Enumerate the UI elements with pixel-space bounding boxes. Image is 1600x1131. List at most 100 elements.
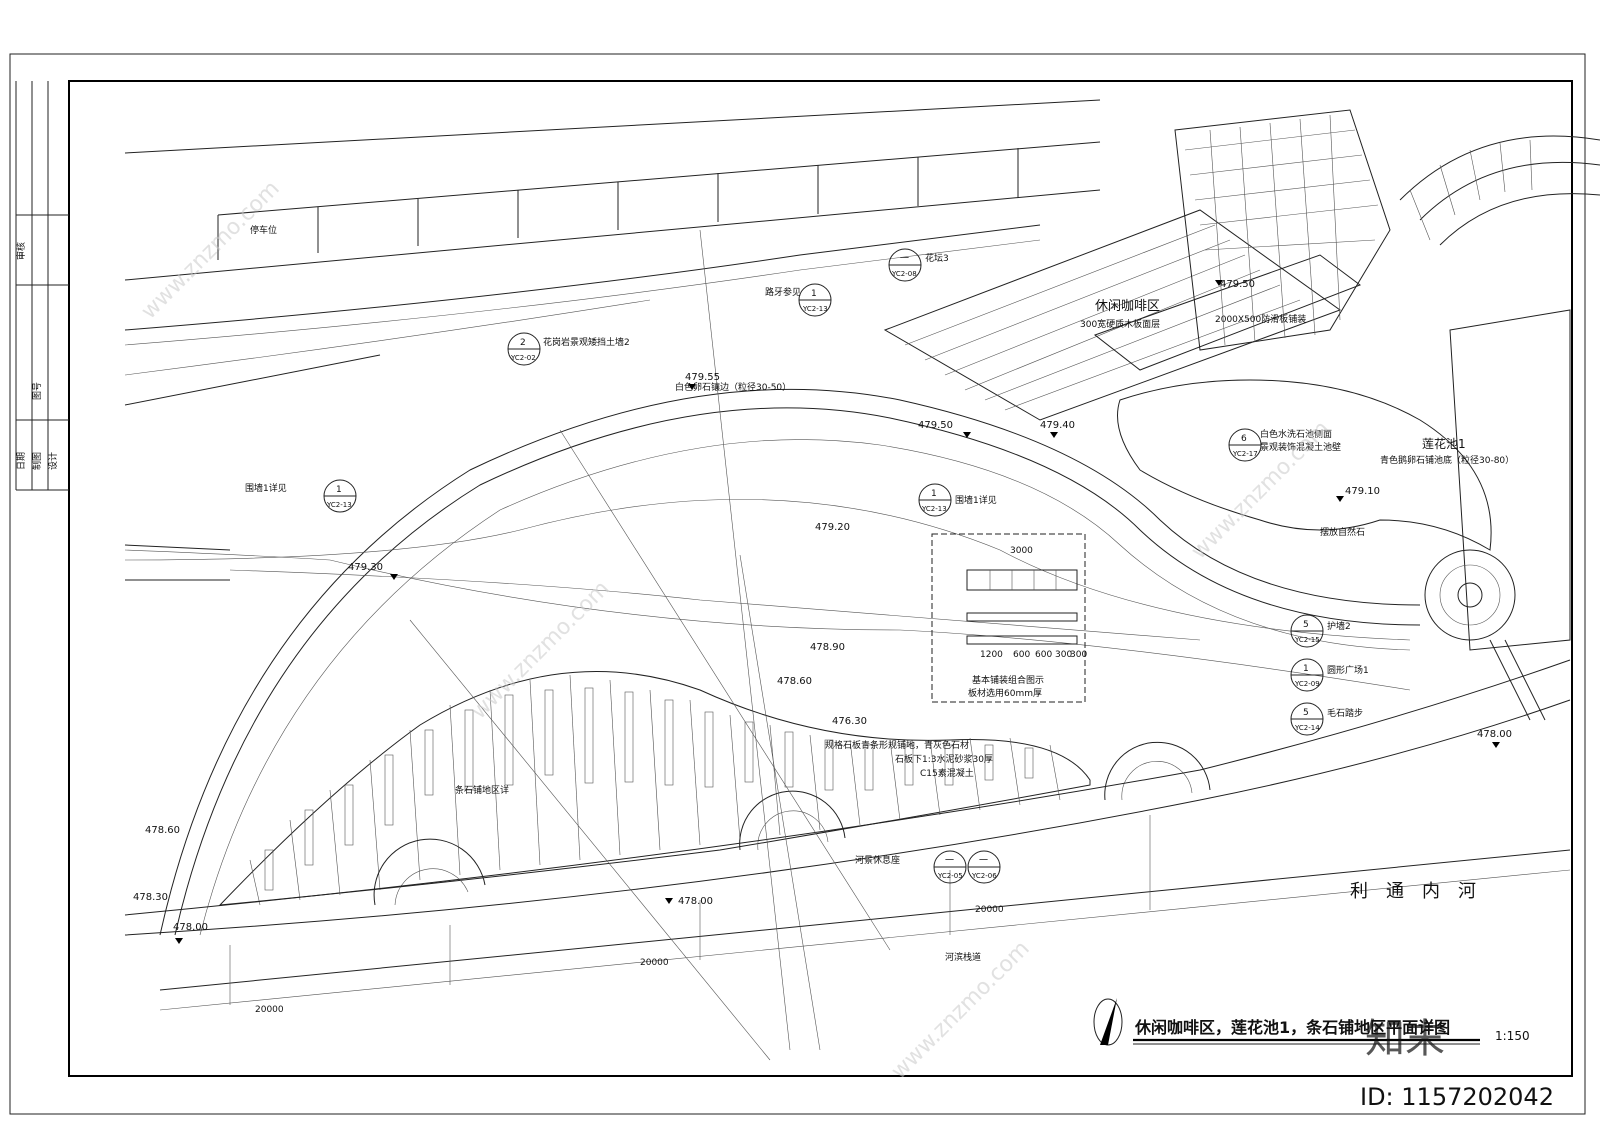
svg-text:一: 一 (979, 856, 988, 866)
elevation-10: 478.60 (145, 825, 180, 836)
watermark-logo: 知末 (1365, 1016, 1445, 1062)
lotus-note: 青色鹅卵石铺池底（粒径30-80） (1380, 454, 1514, 466)
svg-text:1: 1 (336, 485, 342, 495)
river-walk-label: 河滨栈道 (945, 951, 981, 963)
pebble-edge-label: 白色卵石镶边（粒径30-50） (675, 381, 791, 393)
svg-text:5: 5 (1303, 620, 1309, 630)
callout-bubble: 一 YC2-05 河景休息座 (855, 850, 967, 884)
river-edge: 利 通 内 河 20000 20000 20000 (124, 659, 1571, 1015)
elevation-4: 479.10 (1345, 486, 1380, 497)
left-title-block: 日期 制图 设计 审核 图号 (15, 81, 69, 491)
elevation-9: 476.30 (832, 716, 867, 727)
legend-title: 基本铺装组合图示 (972, 674, 1044, 686)
elevation-markers: 479.55 479.50 479.40 479.50 479.10 479.3… (133, 279, 1512, 944)
lotus-pond: 莲花池1 青色鹅卵石铺池底（粒径30-80） 摆放自然石 白色水洗石池侧面 景观… (1117, 379, 1514, 551)
svg-text:YC2-02: YC2-02 (510, 354, 536, 362)
drawing-title: 休闲咖啡区，莲花池1，条石铺地区平面详图 (1134, 1018, 1450, 1037)
elevation-13: 478.00 (678, 896, 713, 907)
callout-bubble: 6 YC2-17 (1228, 428, 1262, 462)
svg-text:YC2-13: YC2-13 (802, 305, 828, 313)
legend-top-dim: 3000 (1010, 546, 1033, 556)
callout-text-4: 围墙1详见 (955, 494, 997, 506)
elevation-1: 479.50 (918, 420, 953, 431)
sidebar-row-1: 制图 (31, 452, 43, 470)
stone-strip-area: 条石铺地区详 规格石板青条形规铺地，青灰色石材 石板下1:3水泥砂浆30厚 C1… (218, 671, 1091, 906)
road-lines (124, 224, 1041, 406)
watermark-1: www.znzmo.com (137, 176, 285, 324)
elevation-12: 478.00 (173, 922, 208, 933)
legend-dim-3: 300 (1055, 650, 1072, 660)
sheet-outer-frame (9, 53, 1586, 1115)
callout-bubble: 1 YC2-09 圆形广场1 (1290, 658, 1369, 692)
callout-bubble: 一 YC2-06 (967, 850, 1001, 884)
callout-bubble: 2 YC2-02 花岗岩景观矮挡土墙2 (507, 332, 630, 366)
north-arrow-icon (1093, 998, 1123, 1046)
callout-text-6: 护墙2 (1327, 620, 1351, 632)
natural-stone-label: 摆放自然石 (1320, 526, 1365, 538)
svg-text:YC2-17: YC2-17 (1232, 450, 1258, 458)
elevation-6: 479.20 (815, 522, 850, 533)
elevation-11: 478.30 (133, 892, 168, 903)
svg-text:YC2-08: YC2-08 (891, 270, 917, 278)
callout-text-0: 路牙参见 (765, 286, 801, 298)
callout-text-7: 圆形广场1 (1327, 664, 1369, 676)
callout-text-8: 毛石踏步 (1327, 707, 1363, 719)
plaza-grid (1174, 109, 1600, 651)
paving-legend: 3000 1200 600 600 300 300 基本铺装组合图示 板材选用6… (931, 533, 1087, 703)
stone-note-2: 石板下1:3水泥砂浆30厚 (895, 753, 993, 765)
stone-note-1: 规格石板青条形规铺地，青灰色石材 (825, 739, 969, 751)
round-plaza (1424, 549, 1546, 721)
sidebar-row-0: 日期 (16, 452, 27, 470)
cafe-deck: 休闲咖啡区 300宽硬质木板面层 2000X500防滑板铺装 (883, 209, 1362, 421)
sidebar-row-2: 设计 (47, 452, 59, 470)
promenade-curves (124, 388, 1421, 936)
river-label: 利 通 内 河 (1350, 881, 1476, 902)
svg-text:一: 一 (900, 254, 909, 264)
callout-text-3: 围墙1详见 (245, 482, 287, 494)
svg-text:YC2-05: YC2-05 (937, 872, 963, 880)
water-stone-label: 白色水洗石池侧面 (1260, 428, 1332, 440)
dim-20000-b: 20000 (640, 958, 669, 968)
callout-bubble: 1 YC2-13 路牙参见 (765, 283, 832, 317)
drawing-scale: 1:150 (1495, 1029, 1530, 1043)
dim-20000-c: 20000 (975, 905, 1004, 915)
callouts: 1 YC2-13 路牙参见 2 YC2-02 花岗岩景观矮挡土墙2 一 YC2-… (245, 248, 1369, 884)
elevation-7: 478.90 (810, 642, 845, 653)
sidebar-row-4: 图号 (32, 382, 43, 400)
legend-dim-4: 300 (1070, 650, 1087, 660)
elevation-0: 479.55 (685, 372, 720, 383)
svg-text:YC2-13: YC2-13 (921, 505, 947, 513)
svg-text:5: 5 (1303, 708, 1309, 718)
elevation-8: 478.60 (777, 676, 812, 687)
sidebar-row-3: 审核 (15, 242, 27, 260)
cafe-paving-note: 2000X500防滑板铺装 (1215, 313, 1306, 325)
legend-note: 板材选用60mm厚 (968, 687, 1042, 699)
elevation-2: 479.40 (1040, 420, 1075, 431)
svg-text:1: 1 (1303, 664, 1309, 674)
svg-text:1: 1 (811, 289, 817, 299)
parking-label: 停车位 (250, 224, 277, 236)
callout-text-9: 河景休息座 (855, 854, 900, 866)
elevation-5: 479.30 (348, 562, 383, 573)
legend-dim-2: 600 (1035, 650, 1052, 660)
legend-dim-1: 600 (1013, 650, 1030, 660)
svg-text:YC2-15: YC2-15 (1294, 636, 1320, 644)
svg-text:1: 1 (931, 489, 937, 499)
callout-bubble: 一 YC2-08 花坛3 (888, 248, 949, 282)
lotus-label: 莲花池1 (1422, 436, 1466, 451)
callout-bubble: 5 YC2-14 毛石踏步 (1290, 702, 1363, 736)
elevation-14: 478.00 (1477, 729, 1512, 740)
svg-text:YC2-13: YC2-13 (326, 501, 352, 509)
callout-text-1: 花岗岩景观矮挡土墙2 (543, 336, 630, 348)
stone-note-3: C15素混凝土 (920, 767, 974, 779)
water-stone-label-2: 景观装饰混凝土池壁 (1260, 441, 1341, 453)
callout-bubble: 1 YC2-13 围墙1详见 (245, 479, 357, 513)
watermark-2: www.znzmo.com (467, 576, 615, 724)
semicircle-platforms (373, 741, 1211, 906)
legend-dim-0: 1200 (980, 650, 1003, 660)
svg-text:2: 2 (520, 338, 526, 348)
drawing-border (68, 80, 1573, 1077)
cafe-note: 300宽硬质木板面层 (1080, 318, 1160, 330)
elevation-3: 479.50 (1220, 279, 1255, 290)
svg-text:YC2-09: YC2-09 (1294, 680, 1320, 688)
